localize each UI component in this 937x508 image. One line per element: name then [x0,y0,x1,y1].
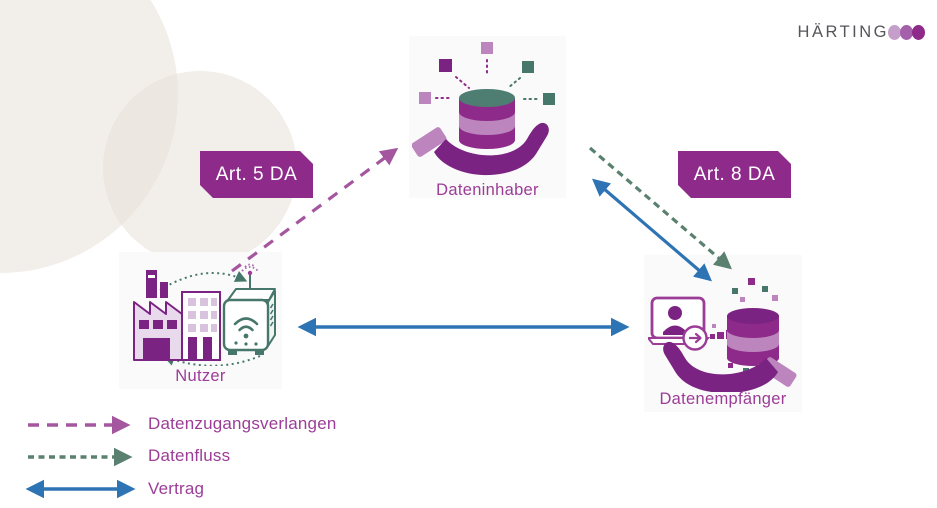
art-8-da-badge: Art. 8 DA [678,151,791,198]
dateninhaber-label: Dateninhaber [436,181,539,199]
logo-text: HÄRTING [797,23,889,41]
datenempfaenger-label: Datenempfänger [659,390,787,408]
logo-dot-dark-icon [912,25,925,40]
logo-dot-light-icon [888,25,901,40]
art-5-da-badge: Art. 5 DA [200,151,313,198]
legend-label-vertrag: Vertrag [148,479,205,498]
nutzer-label: Nutzer [175,367,226,385]
dateninhaber-card [409,36,566,198]
legend-label-datenzugangsverlangen: Datenzugangsverlangen [148,414,337,433]
datenempfaenger-card [644,255,802,412]
haerting-logo: HÄRTING [798,23,925,42]
logo-dot-medium-icon [900,25,913,40]
legend-label-datenfluss: Datenfluss [148,446,231,465]
